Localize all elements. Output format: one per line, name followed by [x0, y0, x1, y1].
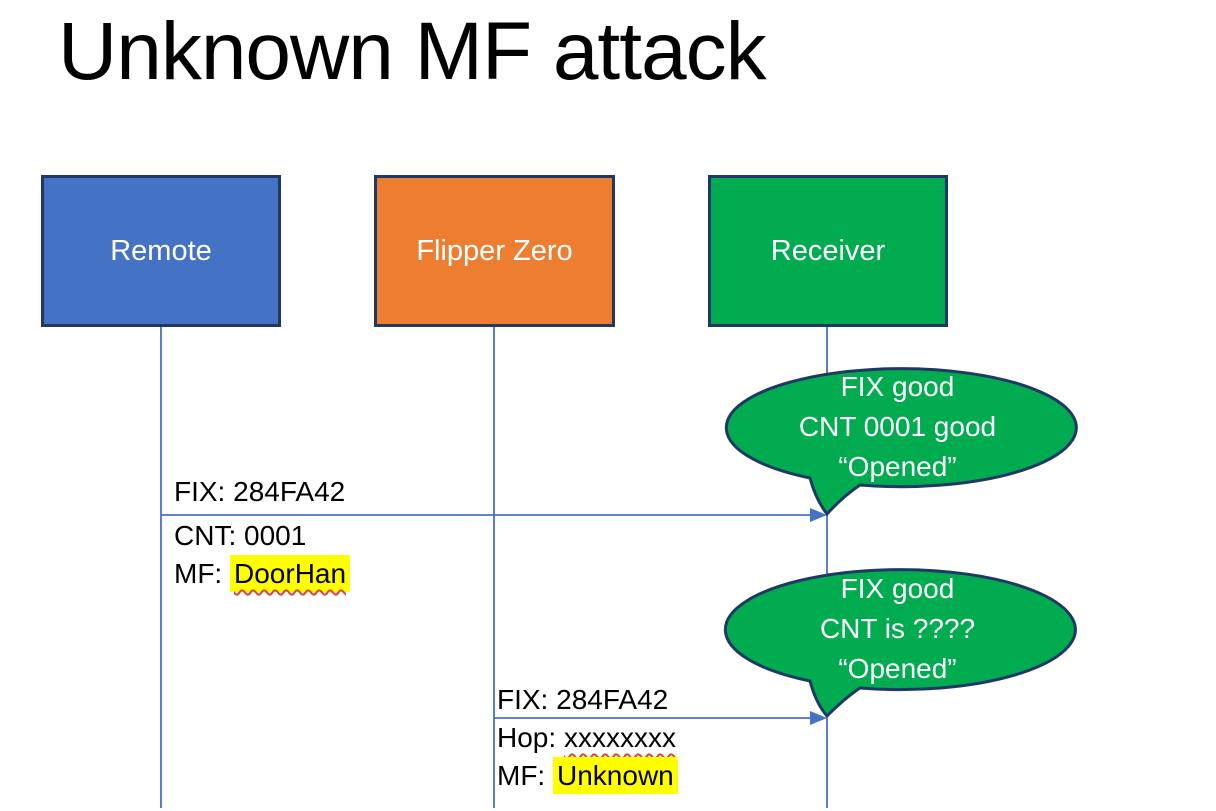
actor-label-remote: Remote	[110, 234, 212, 267]
message-1-mf-label: MF:	[174, 558, 230, 589]
message-arrow-2-head	[810, 711, 827, 725]
message-arrow-1-head	[810, 508, 827, 522]
message-2-hop-value: xxxxxxxx	[563, 722, 676, 753]
actor-label-flipper-zero: Flipper Zero	[416, 234, 573, 267]
message-1-cnt: CNT: 0001	[174, 520, 307, 551]
actor-box-flipper-zero: Flipper Zero	[374, 175, 615, 327]
actor-label-receiver: Receiver	[770, 234, 886, 267]
actor-box-receiver: Receiver	[708, 175, 948, 327]
message-1-mf: MF: DoorHan	[174, 555, 351, 593]
actor-box-remote: Remote	[41, 175, 281, 327]
message-2-fix: FIX: 284FA42	[497, 684, 669, 715]
callout-bubble-1	[724, 367, 1078, 517]
message-2-label-above: FIX: 284FA42	[497, 681, 668, 719]
callout-bubble-2	[723, 568, 1077, 719]
message-2-hop-label: Hop:	[497, 722, 564, 753]
message-2-label-below: Hop: xxxxxxxx MF: Unknown	[497, 719, 678, 795]
message-1-fix: FIX: 284FA42	[174, 476, 346, 507]
message-1-mf-value-highlighted: DoorHan	[230, 555, 351, 592]
message-2-mf-value-highlighted: Unknown	[553, 757, 678, 794]
message-2-hop: Hop: xxxxxxxx	[497, 719, 678, 757]
message-2-mf: MF: Unknown	[497, 757, 678, 795]
message-2-mf-label: MF:	[497, 760, 553, 791]
message-1-label-above: FIX: 284FA42	[174, 473, 345, 511]
message-1-label-below: CNT: 0001 MF: DoorHan	[174, 517, 351, 593]
slide-title: Unknown MF attack	[58, 6, 767, 97]
